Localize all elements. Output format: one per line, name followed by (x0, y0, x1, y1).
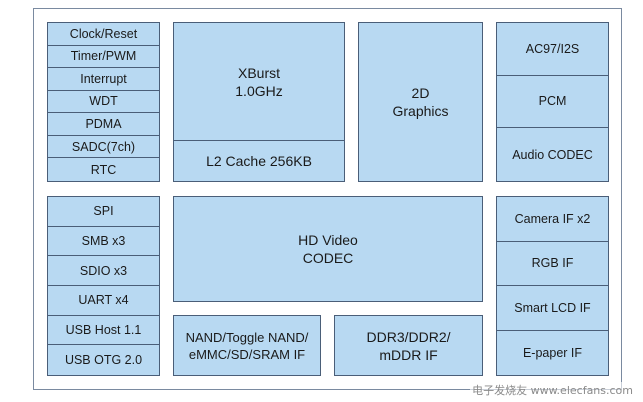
block-pcm: PCM (497, 76, 608, 129)
block-audio-codec: Audio CODEC (512, 147, 593, 162)
block-pdma: PDMA (48, 113, 159, 136)
block-ac97-i2s: AC97/I2S (497, 23, 608, 76)
block-smart-lcd-if: Smart LCD IF (497, 286, 608, 331)
block-sadc-7ch: SADC(7ch) (48, 136, 159, 159)
block-wdt: WDT (48, 91, 159, 114)
block-sdio-x3: SDIO x3 (48, 256, 159, 286)
2d-graphics-block: 2D Graphics (358, 22, 483, 182)
block-rtc: RTC (90, 162, 117, 177)
l2-cache: L2 Cache 256KB (206, 153, 312, 169)
watermark-logo: 电子发烧友 www.elecfans.com (470, 382, 635, 398)
cpu-group: XBurst 1.0GHz L2 Cache 256KB (173, 22, 345, 182)
hd-video-codec-block: HD Video CODEC (173, 196, 483, 302)
block-interrupt: Interrupt (48, 68, 159, 91)
block-e-paper-if: E-paper IF (522, 345, 583, 360)
block-uart-x4: UART x4 (48, 286, 159, 316)
ddr-interface-block: DDR3/DDR2/ mDDR IF (334, 315, 483, 376)
block-rgb-if: RGB IF (497, 242, 608, 286)
block-usb-otg-2-0: USB OTG 2.0 (64, 353, 143, 368)
block-smb-x3: SMB x3 (48, 227, 159, 257)
block-usb-host-1-1: USB Host 1.1 (48, 316, 159, 346)
nand-interface-block: NAND/Toggle NAND/ eMMC/SD/SRAM IF (173, 315, 321, 376)
block-camera-if-x2: Camera IF x2 (497, 197, 608, 242)
block-timer-pwm: Timer/PWM (48, 46, 159, 69)
cpu-core: XBurst 1.0GHz (174, 23, 344, 141)
block-clock-reset: Clock/Reset (48, 23, 159, 46)
block-spi: SPI (48, 197, 159, 227)
